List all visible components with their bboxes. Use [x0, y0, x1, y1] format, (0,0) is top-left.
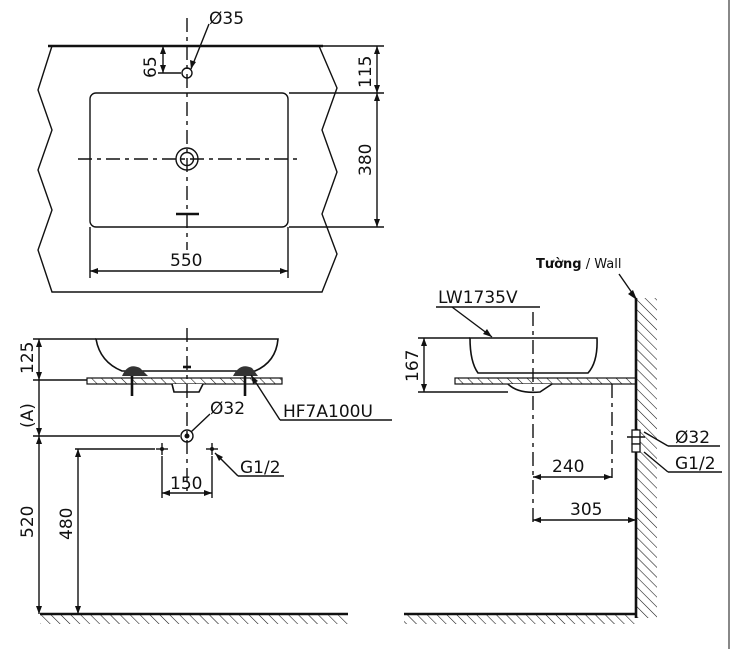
bowl-width-label: 550	[170, 251, 202, 271]
top-to-bowl-label: 115	[356, 56, 376, 88]
wall-supply-fitting	[631, 443, 641, 453]
countertop-side	[454, 377, 637, 385]
side-basin-height-label: 167	[403, 350, 423, 382]
wall-hatch	[636, 298, 657, 618]
arrow	[90, 268, 98, 274]
tap-offset-label: 65	[141, 56, 161, 78]
drain-to-wall-inner-label: 240	[552, 457, 584, 477]
floor-hatch-side	[404, 615, 636, 624]
arrow	[628, 517, 636, 523]
drain-diameter-label: Ø32	[210, 399, 245, 419]
arrow	[374, 46, 380, 54]
supply-spacing-label: 150	[170, 474, 202, 494]
arrow	[251, 375, 258, 384]
arrow	[190, 60, 196, 69]
wall-label: Tường / Wall	[536, 257, 622, 272]
side-supply-leader	[643, 451, 669, 473]
arrow	[483, 329, 492, 337]
arrow	[215, 453, 223, 461]
basin-model-label: LW1735V	[438, 288, 518, 308]
side-drain-diameter-label: Ø32	[675, 428, 710, 448]
arrow	[533, 517, 541, 523]
right-supply-point	[206, 443, 218, 455]
supply-height-label: 480	[57, 508, 77, 540]
arrow	[75, 606, 81, 614]
arrow	[374, 219, 380, 227]
arrow	[421, 384, 427, 392]
arrow	[280, 268, 288, 274]
drain-to-wall-label: 305	[570, 500, 602, 520]
arrow	[36, 428, 42, 436]
bowl-outline-top	[89, 92, 289, 228]
arrow	[374, 85, 380, 93]
countertop-outline	[37, 45, 338, 293]
tap-hole-diameter-label: Ø35	[209, 9, 244, 29]
drain-height-label: 520	[18, 506, 38, 538]
basin-body-front	[95, 338, 279, 372]
left-fixing-bracket	[122, 366, 148, 376]
arrow	[160, 46, 166, 54]
ref-height-label: (A)	[18, 403, 38, 428]
basin-body-side	[469, 337, 598, 374]
arrow	[36, 372, 42, 380]
right-fixing-bracket	[233, 366, 258, 376]
tap-hole	[181, 67, 193, 79]
drain-body-side	[507, 383, 553, 394]
side-supply-thread-label: G1/2	[675, 454, 716, 474]
top-view: Ø35 65 115 380 550	[37, 9, 384, 293]
arrow	[628, 290, 637, 300]
drain-model-leader	[250, 374, 281, 421]
arrow	[374, 93, 380, 101]
arrow	[162, 490, 170, 496]
arrow	[604, 474, 612, 480]
supply-thread-label: G1/2	[240, 458, 281, 478]
bowl-depth-label: 380	[356, 144, 376, 176]
side-drain-leader	[643, 431, 669, 447]
arrow	[160, 65, 166, 73]
drain-outlet-front	[180, 429, 194, 443]
front-view: 125 (A) Ø32 HF7A100U G1/2	[18, 328, 392, 624]
arrow	[36, 606, 42, 614]
arrow	[36, 339, 42, 347]
drain-model-label: HF7A100U	[283, 402, 373, 422]
drain-inner-top	[179, 151, 195, 167]
arrow	[204, 490, 212, 496]
arrow	[533, 474, 541, 480]
left-supply-point	[156, 443, 168, 455]
drain-outlet-core	[184, 433, 190, 439]
drain-dia-leader	[190, 413, 211, 433]
arrow	[36, 436, 42, 444]
arrow	[421, 338, 427, 346]
drain-outer-top	[175, 147, 199, 171]
arrow	[75, 449, 81, 457]
side-view: Tường / Wall LW1735V 167 Ø32 G1/2	[403, 257, 722, 624]
floor-hatch-front	[40, 615, 348, 624]
basin-height-label: 125	[18, 342, 38, 374]
